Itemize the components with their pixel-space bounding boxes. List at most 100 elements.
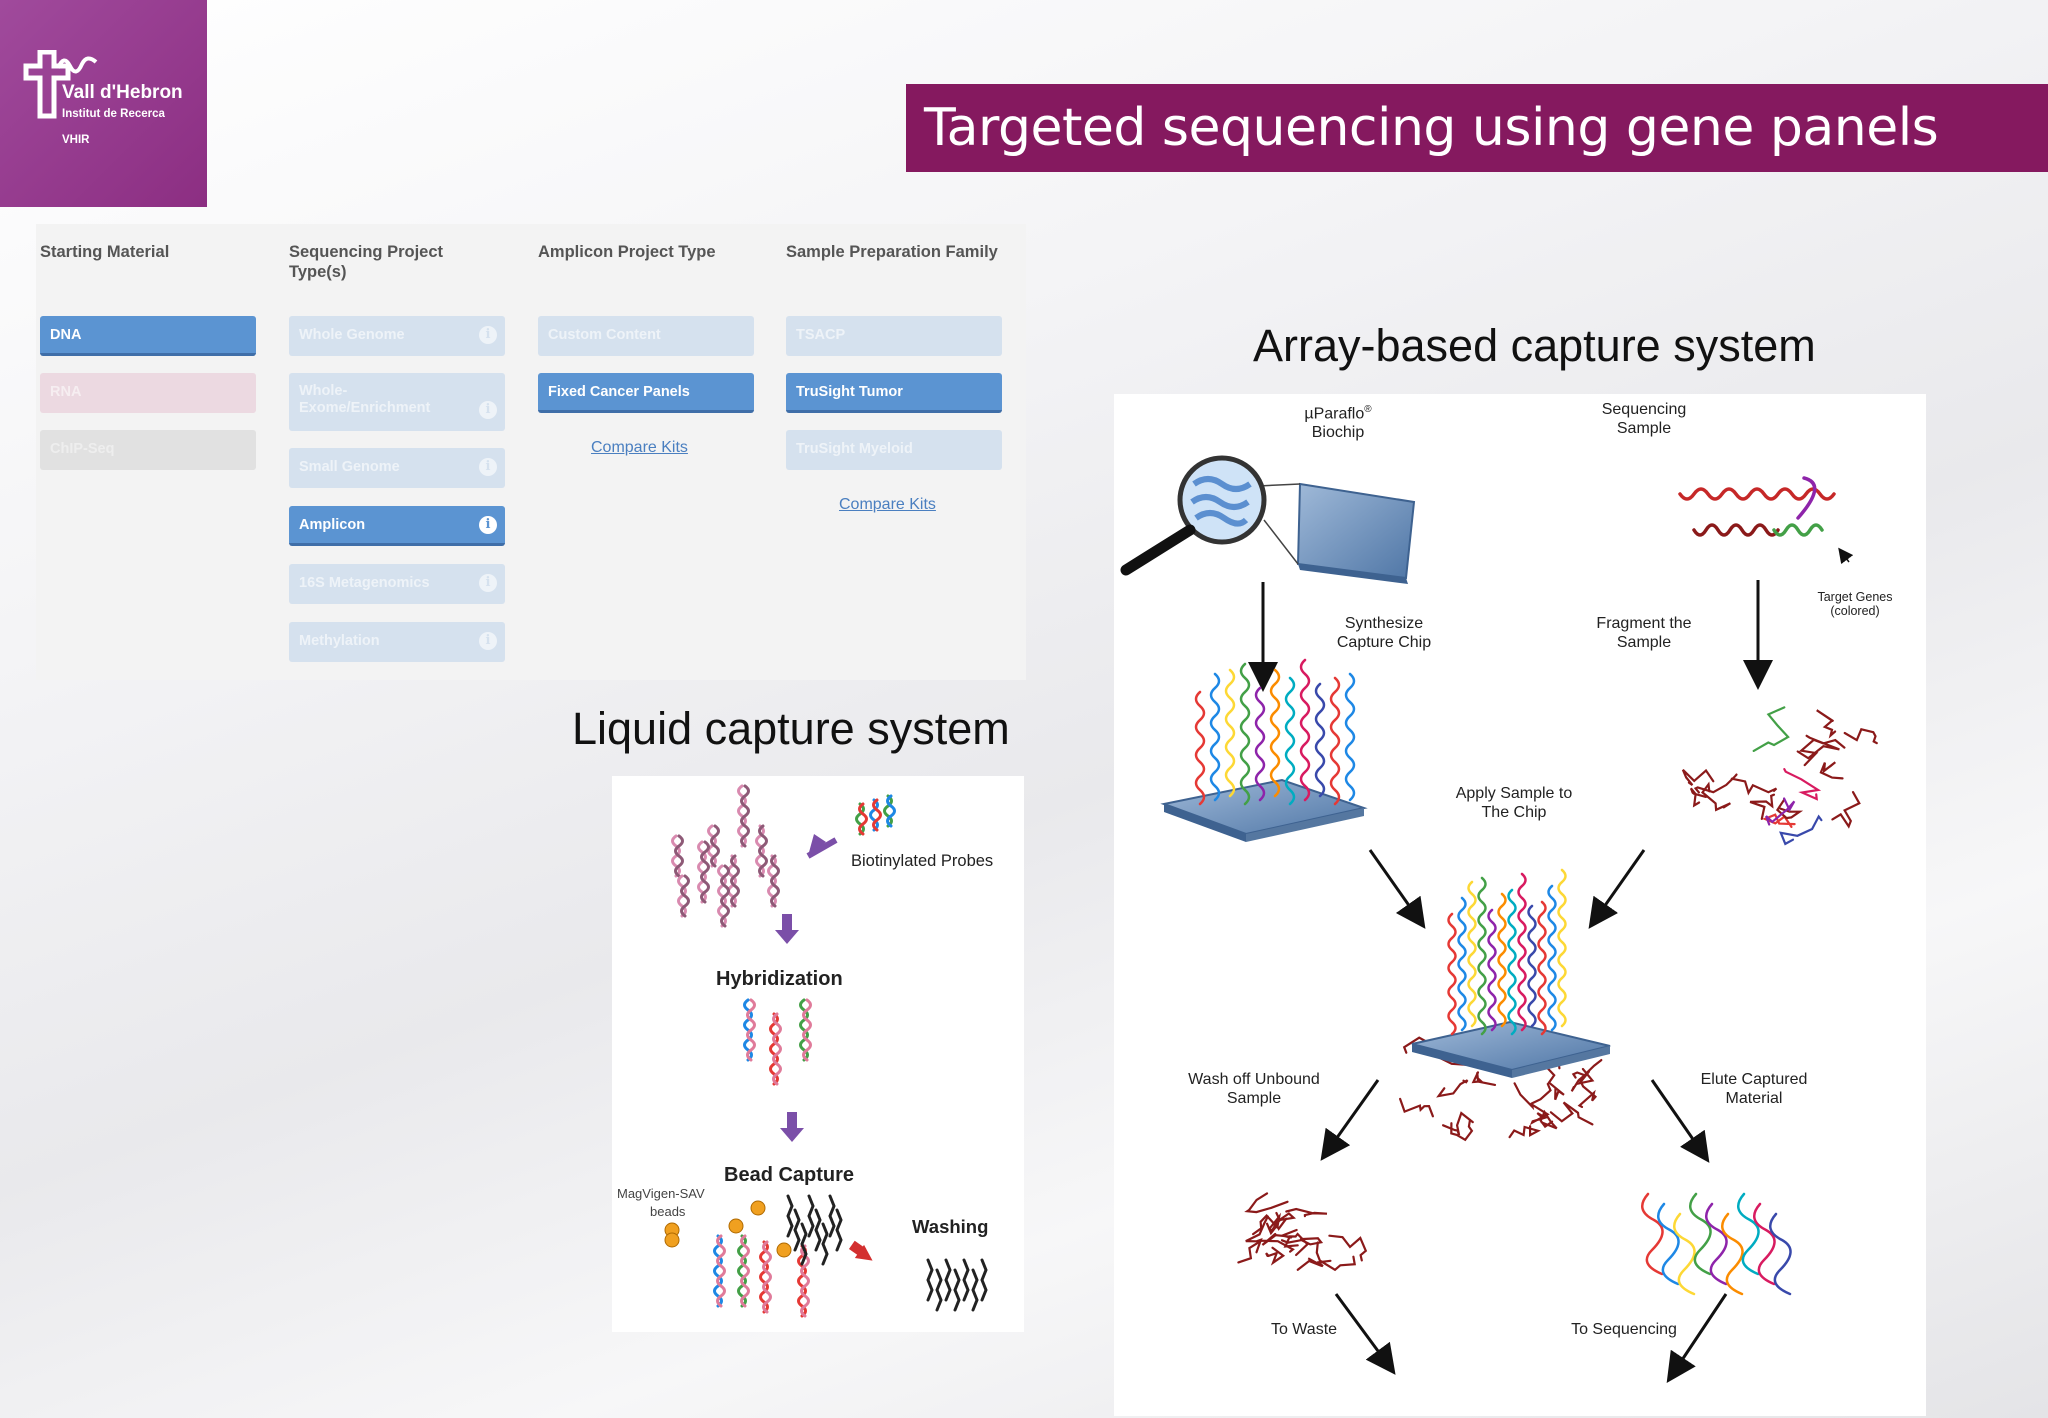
- strand: [1508, 1125, 1542, 1139]
- option-small-genome[interactable]: Small Genome i: [289, 448, 505, 488]
- strand: [1816, 709, 1837, 739]
- strand: [1779, 814, 1823, 846]
- info-icon[interactable]: i: [479, 326, 497, 344]
- info-icon[interactable]: i: [479, 632, 497, 650]
- slide-title: Targeted sequencing using gene panels: [924, 98, 1939, 158]
- hybridization-label: Hybridization: [716, 968, 843, 990]
- info-icon[interactable]: i: [479, 516, 497, 534]
- strand: [1689, 787, 1707, 808]
- bead-captured-strands: [664, 1194, 843, 1318]
- strand: [1513, 1082, 1552, 1111]
- option-trusight-tumor[interactable]: TruSight Tumor: [786, 373, 1002, 413]
- dna-strand: [772, 1012, 782, 1086]
- strand: [1772, 523, 1824, 537]
- strand: [1267, 1212, 1288, 1233]
- strand: [1700, 781, 1731, 812]
- arrow-shaft: [806, 837, 838, 859]
- fragment: [935, 1268, 943, 1312]
- dna-strand: [759, 1240, 769, 1314]
- array-capture-diagram: µParaflo® Biochip Sequencing Sample Targ…: [1114, 394, 1926, 1416]
- label-line: Material: [1725, 1090, 1783, 1107]
- probe: [1547, 884, 1557, 1032]
- probe: [1224, 668, 1236, 798]
- strand: [1693, 773, 1738, 794]
- target-genes-label: Target Genes (colored): [1810, 590, 1900, 618]
- option-chip-seq[interactable]: ChIP-Seq: [40, 430, 256, 470]
- compare-kits-link[interactable]: Compare Kits: [839, 496, 936, 513]
- washing-label: Washing: [912, 1216, 989, 1237]
- strand: [1570, 1067, 1595, 1092]
- probe: [1447, 912, 1457, 1036]
- strand: [1544, 1064, 1565, 1101]
- liquid-capture-title: Liquid capture system: [572, 703, 1010, 754]
- beads-label-line1: MagVigen-SAV: [617, 1186, 705, 1201]
- bound-probes: [1447, 868, 1567, 1036]
- label-line: Sample: [1226, 1090, 1282, 1107]
- captured-material: [1641, 1192, 1792, 1296]
- captured-strand: [1769, 1212, 1792, 1296]
- strand: [1678, 487, 1836, 501]
- magnetic-bead-icon: [664, 1232, 680, 1248]
- sequencing-sample-strands: [1678, 476, 1836, 537]
- dna-strand: [710, 824, 720, 868]
- synthesize-label: Synthesize Capture Chip: [1324, 614, 1444, 652]
- magnetic-bead-icon: [750, 1200, 766, 1216]
- label-line: Target Genes: [1817, 590, 1893, 604]
- strand: [1436, 1079, 1469, 1098]
- apply-sample-label: Apply Sample to The Chip: [1444, 784, 1584, 822]
- option-amplicon[interactable]: Amplicon i: [289, 506, 505, 546]
- strand: [1471, 1071, 1497, 1086]
- strand: [1315, 1241, 1356, 1272]
- logo-name: Vall d'Hebron: [62, 82, 183, 103]
- arrow-icon: [1650, 1079, 1710, 1163]
- info-icon[interactable]: i: [479, 401, 497, 419]
- option-custom-content[interactable]: Custom Content: [538, 316, 754, 356]
- dna-strand: [746, 998, 756, 1062]
- option-dna[interactable]: DNA: [40, 316, 256, 356]
- label-line: Sample: [1616, 420, 1672, 437]
- column-header-starting-material: Starting Material: [40, 243, 170, 261]
- unbound-waste: [1237, 1192, 1368, 1272]
- info-icon[interactable]: i: [479, 458, 497, 476]
- option-whole-exome[interactable]: Whole-Exome/Enrichment i: [289, 373, 505, 431]
- biotinylated-probe-icon: [855, 794, 896, 836]
- biochip-label-line1: µParaflo: [1304, 405, 1365, 423]
- strand: [1285, 1207, 1328, 1218]
- dna-strand: [671, 834, 681, 878]
- dna-strand: [677, 874, 687, 918]
- magnetic-bead-icon: [728, 1218, 744, 1234]
- probe: [1299, 658, 1311, 802]
- option-label: Small Genome: [299, 459, 400, 475]
- option-tsacp[interactable]: TSACP: [786, 316, 1002, 356]
- option-trusight-myeloid[interactable]: TruSight Myeloid: [786, 430, 1002, 470]
- strand: [1730, 777, 1778, 796]
- option-fixed-cancer-panels[interactable]: Fixed Cancer Panels: [538, 373, 754, 413]
- option-16s-metagenomics[interactable]: 16S Metagenomics i: [289, 564, 505, 604]
- probe: [1269, 668, 1281, 798]
- elute-label: Elute Captured Material: [1684, 1070, 1824, 1108]
- info-icon[interactable]: i: [479, 574, 497, 592]
- option-rna[interactable]: RNA: [40, 373, 256, 413]
- probe: [1527, 904, 1537, 1028]
- strand: [1328, 1234, 1368, 1262]
- probe: [1517, 872, 1527, 1032]
- capture-probes: [1194, 658, 1356, 806]
- fragment: [971, 1268, 979, 1312]
- probe: [1284, 676, 1296, 806]
- strand: [1529, 1102, 1550, 1126]
- biochip-label-line2: Biochip: [1311, 424, 1365, 442]
- compare-kits-link[interactable]: Compare Kits: [591, 439, 688, 456]
- probe: [1557, 868, 1567, 1028]
- dna-strand: [740, 784, 750, 848]
- probe: [1467, 880, 1477, 1028]
- option-methylation[interactable]: Methylation i: [289, 622, 505, 662]
- magnetic-bead-icon: [776, 1242, 792, 1258]
- label-line: Synthesize: [1344, 615, 1424, 632]
- option-whole-genome[interactable]: Whole Genome i: [289, 316, 505, 356]
- probe: [1209, 672, 1221, 802]
- arrow-shaft: [848, 1240, 867, 1257]
- dna-strand: [700, 840, 710, 904]
- fragment: [786, 1194, 794, 1238]
- array-capture-illustration: [1120, 455, 1878, 1383]
- fragment: [962, 1258, 970, 1302]
